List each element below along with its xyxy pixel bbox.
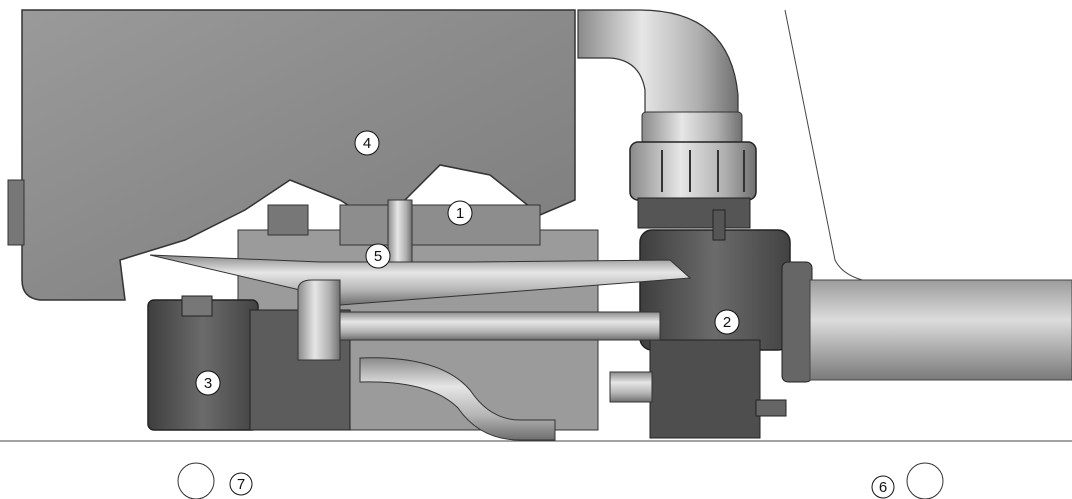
housing-outline: [784, 9, 1072, 286]
fitting-post: [712, 209, 726, 241]
union-nut: [629, 141, 757, 201]
tank: [21, 9, 576, 301]
elbow-pipe: [577, 9, 739, 121]
heater-cap: [781, 261, 813, 383]
tee-fitting: [387, 199, 413, 263]
bottom-fitting: [755, 399, 787, 417]
side-pipe-stub: [609, 371, 653, 403]
outlet-pipe: [809, 279, 1072, 381]
bottom-hose: [359, 357, 556, 441]
heater-lower: [649, 339, 761, 439]
pipe-collar: [641, 111, 743, 145]
pump-motor: [147, 299, 259, 431]
thread-ring: [637, 197, 751, 229]
bracket-clip: [267, 204, 309, 236]
upper-hose: [149, 254, 692, 306]
lower-hose: [339, 311, 661, 341]
upper-plate: [339, 204, 541, 246]
tank-side-bracket: [7, 179, 25, 246]
return-hose: [297, 279, 341, 361]
heater-body: [639, 229, 791, 351]
pump-mount: [181, 295, 213, 317]
